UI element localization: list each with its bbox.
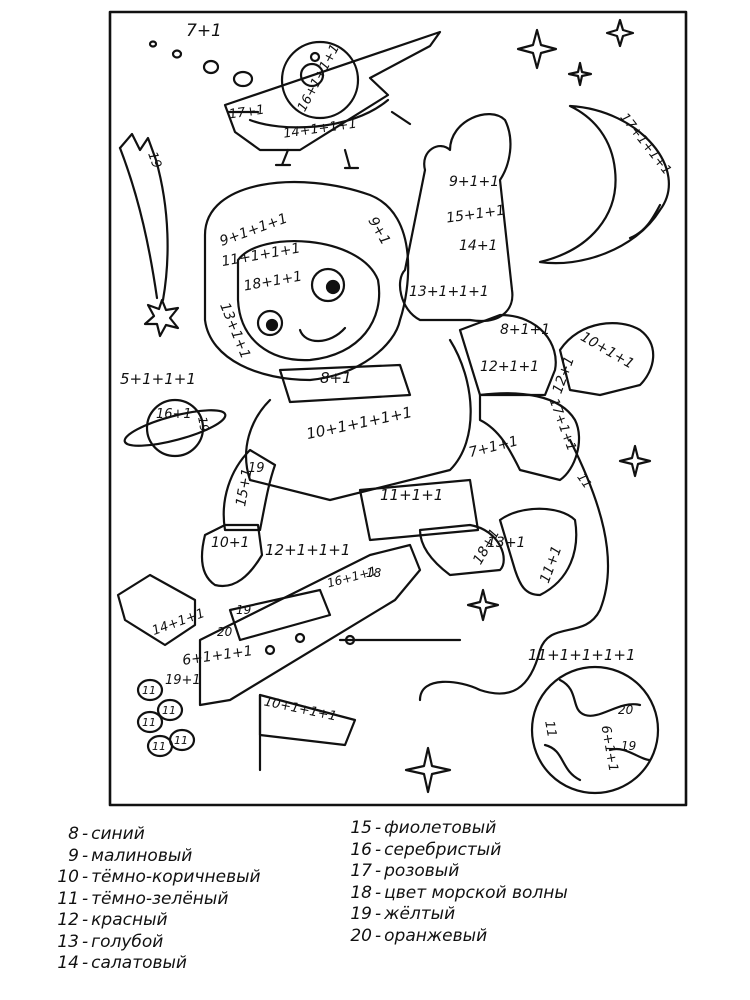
- label-forearm: 15+1: [233, 467, 255, 508]
- label-leg-left-b: 13+1: [487, 535, 525, 551]
- legend-color: розовый: [384, 861, 460, 881]
- legend-color: тёмно-коричневый: [91, 867, 261, 887]
- label-glove: 9+1+1: [449, 174, 499, 190]
- legend-number: 15: [350, 818, 372, 838]
- legend-row: 8-синий: [45, 824, 261, 846]
- legend-row: 13-голубой: [45, 932, 261, 954]
- astronaut-figure: [200, 113, 655, 702]
- color-legend-right: 15-фиолетовый 16-серебристый 17-розовый …: [338, 818, 568, 948]
- label-comet: 19: [144, 150, 164, 171]
- legend-row: 9-малиновый: [45, 846, 261, 868]
- legend-color: синий: [91, 824, 145, 844]
- space-station-icon: [116, 543, 462, 772]
- label-station-d: 18: [366, 566, 382, 580]
- legend-number: 11: [57, 888, 79, 909]
- label-ufo-left: 17+1: [228, 103, 265, 123]
- legend-row: 17-розовый: [338, 861, 568, 883]
- legend-row: 16-серебристый: [338, 840, 568, 862]
- label-nozzle: 11: [152, 740, 166, 753]
- label-earth-c: 20: [618, 703, 634, 717]
- legend-row: 18-цвет морской волны: [338, 882, 568, 905]
- label-station-e: 6+1+1+1: [181, 643, 253, 669]
- label-flag: 10+1+1+1: [263, 694, 339, 724]
- label-station-b: 20: [217, 625, 233, 639]
- label-helmet-c: 18+1+1: [242, 269, 303, 295]
- legend-number: 12: [57, 910, 79, 930]
- label-chest: 10+1+1+1+1: [305, 403, 414, 443]
- ufo-icon: [223, 30, 442, 170]
- color-legend-left: 8-синий 9-малиновый 10-тёмно-коричневый …: [45, 824, 261, 975]
- label-arm-a: 15+1+1: [445, 202, 506, 226]
- comet-icon: [118, 132, 169, 302]
- legend-color: оранжевый: [384, 925, 488, 946]
- legend-color: жёлтый: [384, 904, 456, 924]
- legend-number: 10: [57, 867, 79, 887]
- label-knee: 7+1+1: [467, 433, 520, 461]
- legend-number: 19: [350, 904, 372, 924]
- legend-row: 11-тёмно-зелёный: [45, 889, 261, 911]
- legend-color: малиновый: [91, 845, 193, 866]
- legend-row: 10-тёмно-коричневый: [45, 867, 261, 889]
- legend-row: 15-фиолетовый: [338, 818, 568, 840]
- label-earth-top: 11+1+1+1+1: [528, 646, 636, 664]
- legend-color: голубой: [91, 931, 164, 952]
- legend-row: 19-жёлтый: [338, 904, 568, 926]
- picture-frame: [108, 10, 688, 807]
- label-top-sum: 7+1: [186, 21, 222, 41]
- label-collar: 8+1: [320, 369, 352, 387]
- label-nozzle: 11: [162, 704, 176, 717]
- label-belt: 11+1+1: [380, 486, 443, 504]
- legend-number: 17: [350, 861, 372, 881]
- legend-color: цвет морской волны: [384, 882, 568, 903]
- label-earth-b: 6+1+1: [598, 724, 621, 773]
- legend-color: тёмно-зелёный: [91, 888, 229, 909]
- legend-number: 18: [350, 882, 372, 903]
- label-nozzle: 11: [174, 734, 188, 747]
- legend-number: 13: [57, 931, 79, 952]
- label-station-top: 12+1+1+1: [265, 541, 350, 559]
- legend-number: 16: [350, 839, 372, 860]
- legend-row: 20-оранжевый: [338, 926, 568, 948]
- legend-color: красный: [91, 910, 168, 930]
- earth-icon: [530, 665, 660, 795]
- saturn-icon: [123, 398, 227, 458]
- label-nozzle: 11: [142, 684, 156, 697]
- label-arm-b: 14+1: [459, 238, 497, 254]
- label-back-top: 8+1+1: [500, 322, 550, 338]
- label-saturn: 16+1: [156, 407, 192, 422]
- label-station-f: 19+1: [165, 673, 201, 688]
- label-earth-d: 19: [621, 739, 636, 753]
- label-saturn-ring: 19: [195, 416, 211, 433]
- star-icon: [143, 18, 652, 794]
- legend-color: фиолетовый: [384, 818, 497, 838]
- legend-color: серебристый: [384, 839, 502, 860]
- label-leg-right-b: 17+1+1: [546, 397, 579, 454]
- label-station-a: 19: [236, 603, 251, 617]
- legend-number: 20: [350, 925, 372, 946]
- label-arm-c: 13+1+1+1: [409, 284, 489, 300]
- label-nozzle: 11: [142, 716, 156, 729]
- label-hand: 10+1: [211, 535, 249, 551]
- label-moon: 17+1+1+1: [617, 110, 674, 178]
- legend-number: 8: [68, 824, 79, 844]
- asteroid-icon: [148, 40, 254, 88]
- legend-number: 14: [57, 953, 79, 973]
- label-panel: 14+1+1: [150, 606, 207, 639]
- legend-number: 9: [68, 845, 79, 866]
- legend-row: 12-красный: [45, 910, 261, 932]
- legend-row: 14-салатовый: [45, 953, 261, 975]
- moon-icon: [538, 104, 670, 265]
- label-planet-left: 5+1+1+1: [120, 370, 196, 388]
- label-boot-right: 10+1+1: [578, 329, 637, 372]
- label-back-mid: 12+1+1: [480, 359, 539, 375]
- label-earth-a: 11: [541, 720, 559, 739]
- legend-color: салатовый: [91, 953, 187, 973]
- label-shoulder: 19: [248, 461, 265, 476]
- label-helmet-d: 9+1: [365, 214, 394, 248]
